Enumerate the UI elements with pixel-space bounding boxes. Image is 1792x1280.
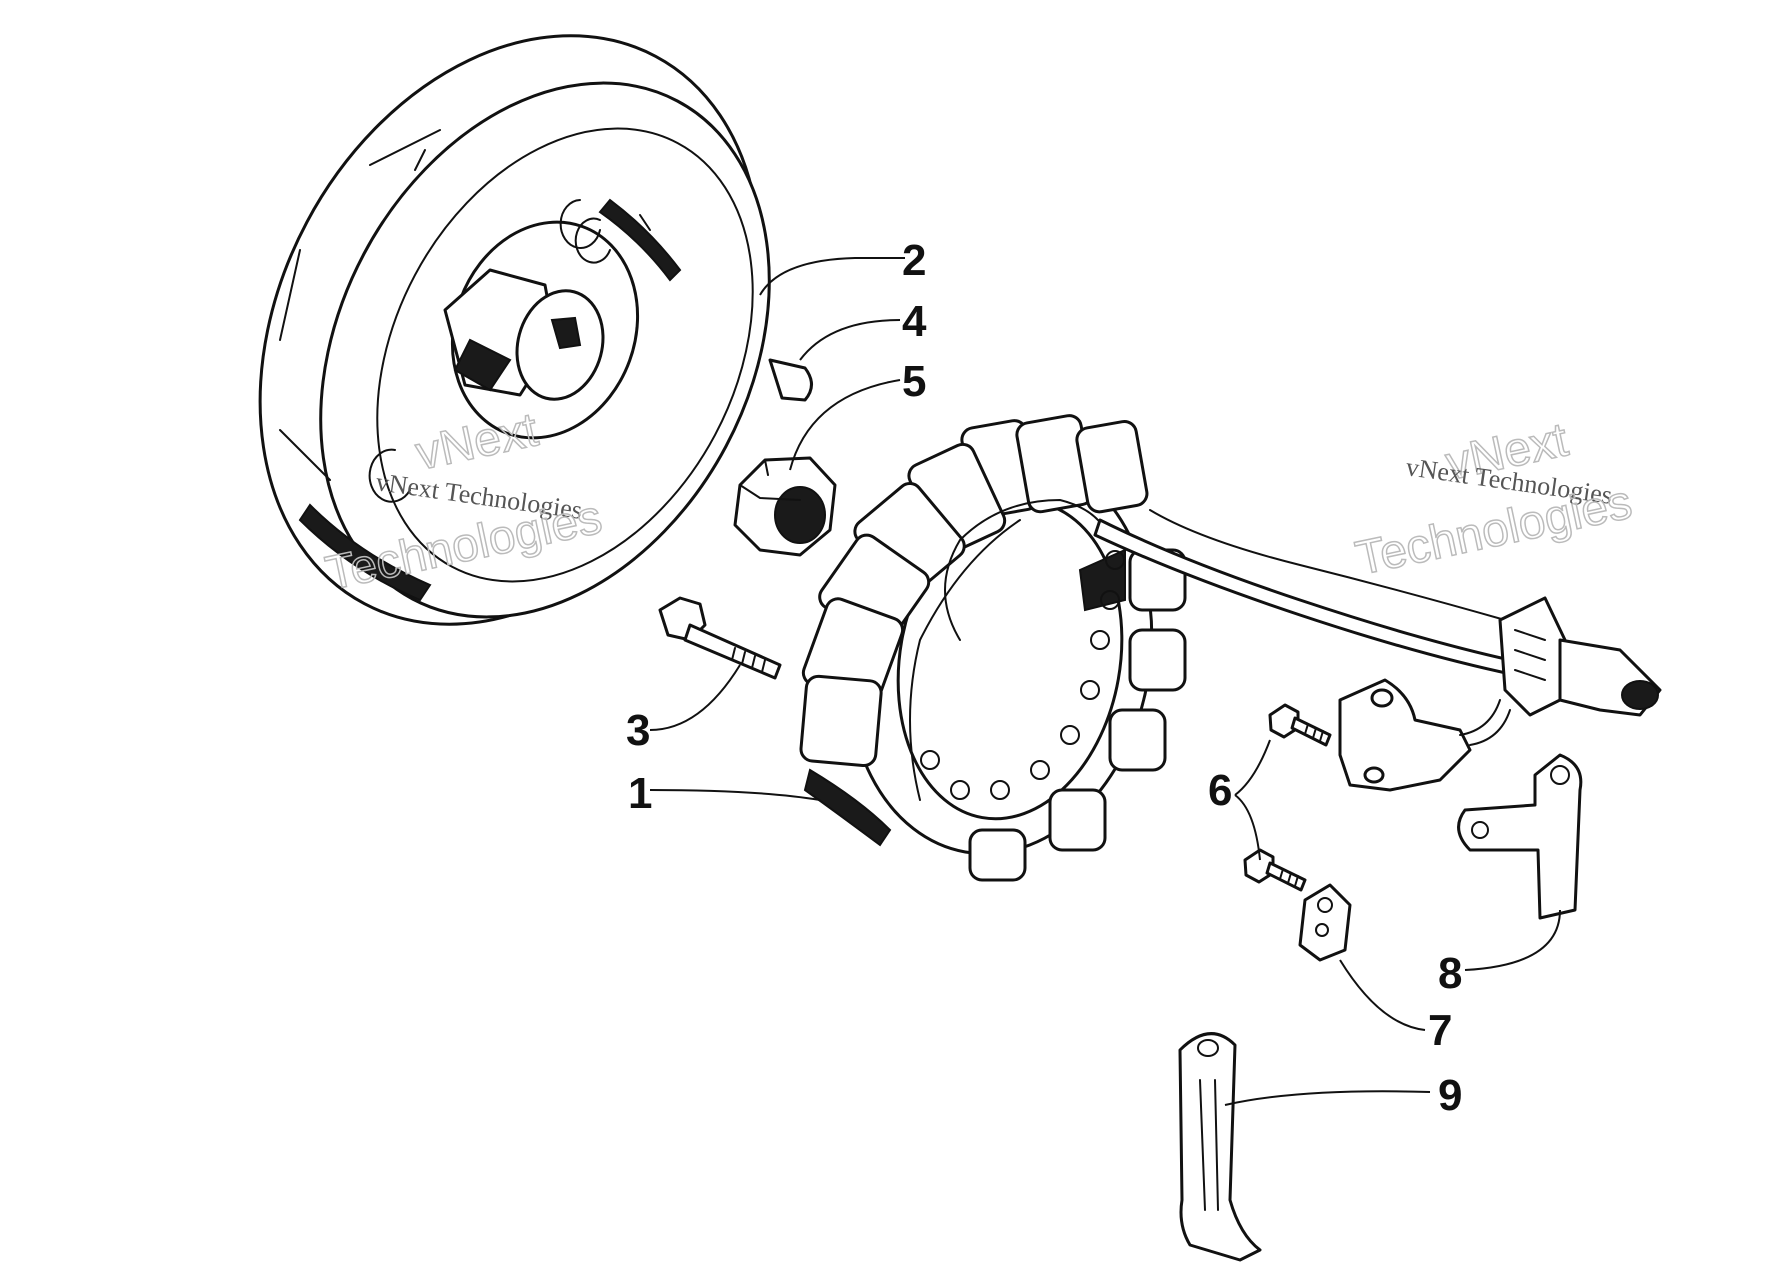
- strap-part-9: [1178, 1032, 1262, 1262]
- callout-6: 6: [1208, 766, 1232, 815]
- callout-labels: 2 4 5 3 1 6 7 8 9: [626, 236, 1462, 1120]
- clip-part-7: [1298, 883, 1352, 962]
- callout-5: 5: [902, 357, 926, 406]
- bolt-part-3: [658, 596, 782, 680]
- woodruff-key-part-4: [768, 358, 813, 402]
- flywheel-part-2: [258, 34, 771, 626]
- callout-2: 2: [902, 236, 926, 285]
- callout-9: 9: [1438, 1071, 1462, 1120]
- flange-nut-part-5: [733, 456, 837, 557]
- screws-part-6: [1243, 703, 1332, 892]
- watermark-right: vNext vNext Technologies Technologies: [1351, 413, 1638, 587]
- callout-3: 3: [626, 706, 650, 755]
- callout-7: 7: [1428, 1006, 1452, 1055]
- stator-part-1: [799, 414, 1187, 882]
- leader-lines: [649, 257, 1561, 1106]
- callout-1: 1: [628, 769, 652, 818]
- bracket-part-8: [1457, 753, 1583, 920]
- callout-4: 4: [902, 297, 927, 346]
- wiring-harness: [1093, 509, 1662, 792]
- callout-8: 8: [1438, 949, 1462, 998]
